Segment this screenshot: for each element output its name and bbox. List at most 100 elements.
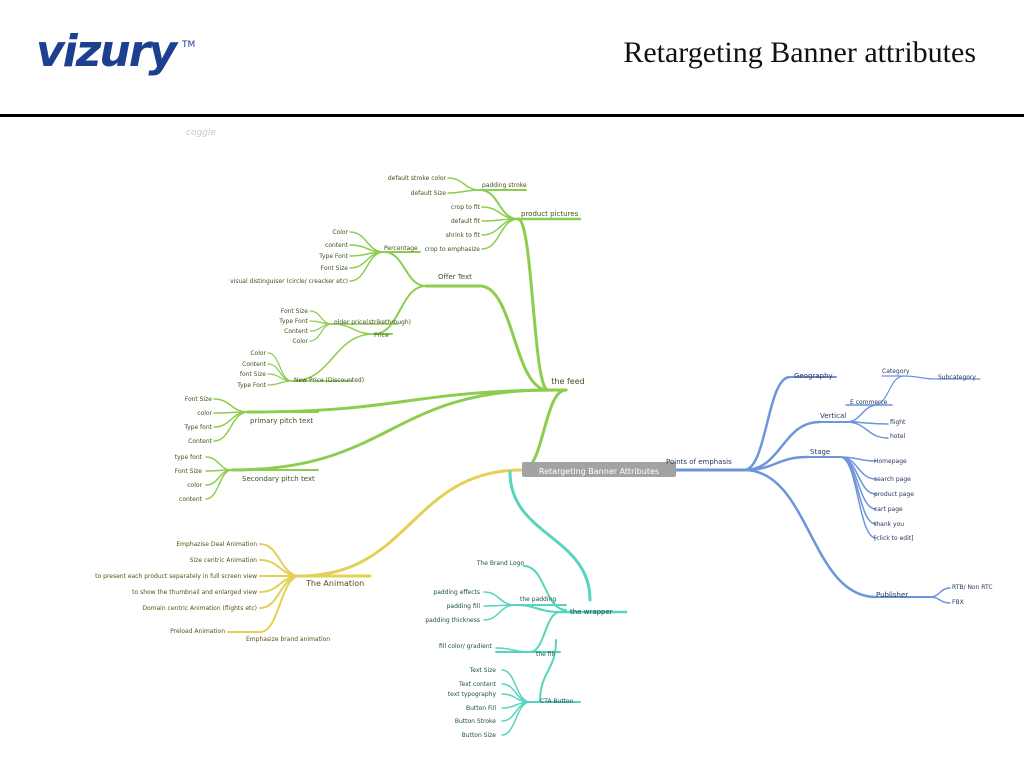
leaf-pictures-2[interactable]: shrink to fit <box>446 232 481 239</box>
leaf-older-price-1[interactable]: Type Font <box>278 318 308 325</box>
node-product-pictures[interactable]: product pictures <box>521 210 579 218</box>
branch-wrapper-cta <box>539 639 557 703</box>
node-offer-text[interactable]: Offer Text <box>438 273 472 281</box>
node-stage[interactable]: Stage <box>810 448 830 456</box>
leaf-new-price-0[interactable]: Color <box>250 350 266 357</box>
leaf-percentage-4[interactable]: visual distinguiser (circle/ creacker et… <box>230 278 348 285</box>
node-older-price[interactable]: older price(strikethrough) <box>334 319 411 326</box>
leaf-pictures-0[interactable]: crop to fit <box>451 204 481 211</box>
node-padding-stroke[interactable]: padding stroke <box>482 182 527 189</box>
leaf-new-price-1[interactable]: Content <box>242 361 267 368</box>
leaf-padding-0[interactable]: padding effects <box>433 589 480 596</box>
slide-title: Retargeting Banner attributes <box>623 36 976 69</box>
leaf-padding-stroke-0[interactable]: default stroke color <box>388 175 447 182</box>
leaf-percentage-0[interactable]: Color <box>332 229 348 236</box>
leaf-cta-3[interactable]: Button Fill <box>466 705 496 712</box>
leaf-padding-stroke-1[interactable]: default Size <box>411 190 447 197</box>
leaf-secondary-pitch-0[interactable]: type font <box>175 454 203 461</box>
leaf-padding-1[interactable]: padding fill <box>447 603 481 610</box>
leaf-publisher-1[interactable]: FBX <box>952 599 964 606</box>
node-the-feed[interactable]: the feed <box>551 377 584 386</box>
node-publisher[interactable]: Publisher <box>876 591 908 599</box>
leaf-secondary-pitch-3[interactable]: content <box>179 496 203 503</box>
leaf-padding-2[interactable]: padding thickness <box>425 617 480 624</box>
branch-offer-percentage <box>383 251 427 287</box>
leaf-secondary-pitch-1[interactable]: Font Size <box>175 468 203 475</box>
branch-feed-primary <box>246 388 568 414</box>
node-geography[interactable]: Geography <box>794 372 833 380</box>
branch-wrapper-fill <box>529 611 561 653</box>
branch-offer-price <box>373 285 427 335</box>
leaf-primary-pitch-3[interactable]: Content <box>188 438 213 445</box>
leaf-pictures-1[interactable]: default fit <box>451 218 481 225</box>
branch-animation-c1 <box>259 559 301 577</box>
leaf-primary-pitch-0[interactable]: Font Size <box>185 396 213 403</box>
leaf-animation-0[interactable]: Emphazise Deal Animation <box>176 541 257 548</box>
leaf-new-price-3[interactable]: Type Font <box>236 382 266 389</box>
leaf-cta-2[interactable]: text typography <box>448 691 497 698</box>
node-percentage[interactable]: Percentage <box>384 245 418 252</box>
leaf-primary-pitch-1[interactable]: color <box>197 410 212 417</box>
leaf-animation-1[interactable]: Size centric Animation <box>190 557 257 564</box>
leaf-cta-1[interactable]: Text content <box>458 681 497 688</box>
node-cta-button[interactable]: CTA Button <box>540 698 574 705</box>
leaf-older-price-2[interactable]: Content <box>284 328 309 335</box>
node-e-commerce[interactable]: E commerce <box>850 399 888 406</box>
branch-vertical-hotel <box>845 421 889 439</box>
leaf-secondary-pitch-2[interactable]: color <box>187 482 202 489</box>
leaf-animation-2[interactable]: to present each product separately in fu… <box>95 573 257 580</box>
branch-percentage-c4 <box>349 251 385 282</box>
logo-wordmark: vizury <box>36 26 177 77</box>
leaf-publisher-0[interactable]: RTB/ Non RTC <box>952 584 993 591</box>
leaf-percentage-1[interactable]: content <box>325 242 349 249</box>
node-secondary-pitch[interactable]: Secondary pitch text <box>242 475 315 483</box>
branch-root-feed <box>520 388 568 472</box>
leaf-pictures-3[interactable]: crop to emphasize <box>425 246 481 253</box>
node-the-animation[interactable]: The Animation <box>305 579 364 588</box>
leaf-older-price-0[interactable]: Font Size <box>281 308 309 315</box>
node-the-padding[interactable]: the padding <box>520 596 556 603</box>
leaf-new-price-2[interactable]: font Size <box>240 371 266 378</box>
branch-vertical-ecommerce <box>845 404 879 423</box>
node-the-fill[interactable]: the fill <box>536 651 555 658</box>
branch-publisher-c1 <box>929 596 951 604</box>
branch-primary-c3 <box>213 411 249 442</box>
leaf-stage-3[interactable]: cart page <box>874 506 903 513</box>
root-node-box <box>522 462 676 477</box>
leaf-percentage-3[interactable]: Font Size <box>321 265 349 272</box>
branch-wrapper-logo <box>523 565 567 611</box>
leaf-primary-pitch-2[interactable]: Type font <box>183 424 212 431</box>
node-points-of-emphasis[interactable]: Points of emphasis <box>666 458 732 466</box>
logo-trademark: TM <box>182 40 196 50</box>
leaf-animation-3[interactable]: to show the thumbnail and enlarged view <box>132 589 257 596</box>
leaf-cta-4[interactable]: Button Stroke <box>455 718 496 725</box>
leaf-preload-animation[interactable]: Preload Animation <box>170 628 225 635</box>
node-new-price[interactable]: New Price (Discounted) <box>294 377 364 384</box>
vizury-logo: vizury TM <box>36 26 206 90</box>
node-vertical[interactable]: Vertical <box>820 412 846 420</box>
leaf-fill-0[interactable]: fill color/ gradient <box>439 643 493 650</box>
node-primary-pitch[interactable]: primary pitch text <box>250 417 313 425</box>
leaf-flight[interactable]: flight <box>890 419 906 426</box>
branch-new-c3 <box>267 380 293 386</box>
leaf-cta-0[interactable]: Text Size <box>469 667 497 674</box>
leaf-stage-4[interactable]: thank you <box>874 521 904 528</box>
node-brand-animation[interactable]: Emphasize brand animation <box>246 636 330 643</box>
leaf-older-price-3[interactable]: Color <box>292 338 308 345</box>
node-category[interactable]: Category <box>882 368 910 375</box>
leaf-cta-5[interactable]: Button Size <box>462 732 497 739</box>
leaf-stage-2[interactable]: product page <box>874 491 914 498</box>
leaf-animation-4[interactable]: Domain centric Animation (flights etc) <box>142 605 257 612</box>
branch-emphasis-publisher <box>742 468 878 599</box>
leaf-stage-5[interactable]: [click to edit] <box>874 535 913 542</box>
leaf-percentage-2[interactable]: Type Font <box>318 253 348 260</box>
leaf-stage-1[interactable]: search page <box>874 476 911 483</box>
leaf-hotel[interactable]: hotel <box>890 433 906 440</box>
leaf-stage-0[interactable]: Homepage <box>874 458 907 465</box>
leaf-brand-logo[interactable]: The Brand Logo <box>476 560 525 567</box>
node-subcategory[interactable]: Subcategory <box>938 374 976 381</box>
coggle-watermark: coggle <box>186 128 216 138</box>
root-node-label[interactable]: Retargeting Banner Attributes <box>539 467 659 476</box>
node-the-wrapper[interactable]: the wrapper <box>570 608 613 616</box>
node-price[interactable]: Price <box>374 332 389 339</box>
